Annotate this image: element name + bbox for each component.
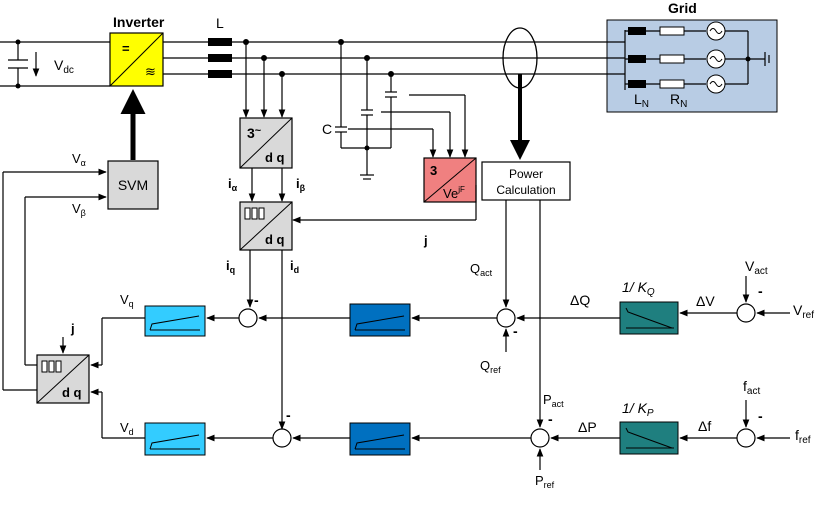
q-current-sum xyxy=(238,308,258,328)
delta-v-label: ΔV xyxy=(696,293,715,309)
pll-top: 3 xyxy=(430,163,437,178)
gain-q-label: 1/ KQ xyxy=(622,279,655,298)
grid-phases xyxy=(607,21,770,94)
p-act-label: Pact xyxy=(543,392,564,409)
q-ref-label: Qref xyxy=(480,358,501,375)
dc-link xyxy=(0,39,110,89)
p-droop-gain xyxy=(619,421,679,455)
q-act-label: Qact xyxy=(470,261,493,278)
dq-to-ab-rect-icon xyxy=(41,360,62,373)
capacitor-bank xyxy=(335,39,469,180)
q-power-sum-minus: - xyxy=(513,323,518,339)
capacitor-label: C xyxy=(322,121,332,137)
p-power-sum-minus: - xyxy=(548,411,553,427)
grid-box xyxy=(606,19,778,113)
v-sum-minus: - xyxy=(758,283,763,299)
v-d-label: Vd xyxy=(120,420,134,437)
v-alpha-label: Vα xyxy=(72,151,86,168)
inverter-ac-symbol: ≋ xyxy=(145,64,156,79)
i-d-label: id xyxy=(290,258,299,275)
v-act-label: Vact xyxy=(745,258,768,277)
gain-p-label: 1/ KP xyxy=(622,400,654,419)
ab-to-dq-rect-icon xyxy=(244,207,265,220)
delta-f-label: Δf xyxy=(698,418,711,434)
f-sum-minus: - xyxy=(758,408,763,424)
d-current-sum-minus: - xyxy=(286,407,291,423)
v-ref-label: Vref xyxy=(793,302,814,321)
d-current-sum xyxy=(272,428,292,448)
p-power-sum xyxy=(530,428,550,448)
i-alpha-label: iα xyxy=(228,176,238,193)
delta-p-label: ΔP xyxy=(578,419,597,435)
inverter-title: Inverter xyxy=(113,14,165,30)
v-sum xyxy=(736,303,756,323)
grid-title: Grid xyxy=(668,0,697,16)
svm-label: SVM xyxy=(118,177,148,193)
abc-to-dq-top: 3~ xyxy=(247,125,262,141)
power-calc-line2: Calculation xyxy=(496,183,555,197)
j-mid-label: j xyxy=(423,233,428,248)
p-ref-label: Pref xyxy=(535,473,555,490)
pll-bottom: VejF xyxy=(443,185,465,201)
f-act-label: fact xyxy=(743,378,760,397)
svm-block xyxy=(107,160,159,210)
q-current-sum-minus: - xyxy=(254,292,259,308)
f-sum xyxy=(736,428,756,448)
ac-lines xyxy=(163,38,607,78)
dq-to-ab-bottom: d q xyxy=(62,385,82,400)
grid-ln-label: LN xyxy=(634,91,649,110)
grid-rn-label: RN xyxy=(670,91,687,110)
abc-to-dq-bottom: d q xyxy=(265,150,285,165)
q-current-controller xyxy=(144,305,206,337)
power-calc-block xyxy=(481,161,571,201)
f-ref-label: fref xyxy=(795,427,811,446)
inductor-label: L xyxy=(216,15,224,31)
i-q-label: iq xyxy=(226,258,235,275)
q-droop-gain xyxy=(619,301,679,335)
j-left-label: j xyxy=(70,321,75,336)
delta-q-label: ΔQ xyxy=(570,292,590,308)
inverter-dc-symbol: = xyxy=(122,41,130,56)
ab-to-dq-bottom: d q xyxy=(265,232,285,247)
v-q-label: Vq xyxy=(120,292,134,309)
i-beta-label: iβ xyxy=(296,176,306,193)
v-beta-label: Vβ xyxy=(72,201,86,218)
current-taps xyxy=(242,39,286,118)
vdc-label: Vdc xyxy=(54,57,74,76)
power-calc-line1: Power xyxy=(509,167,543,181)
